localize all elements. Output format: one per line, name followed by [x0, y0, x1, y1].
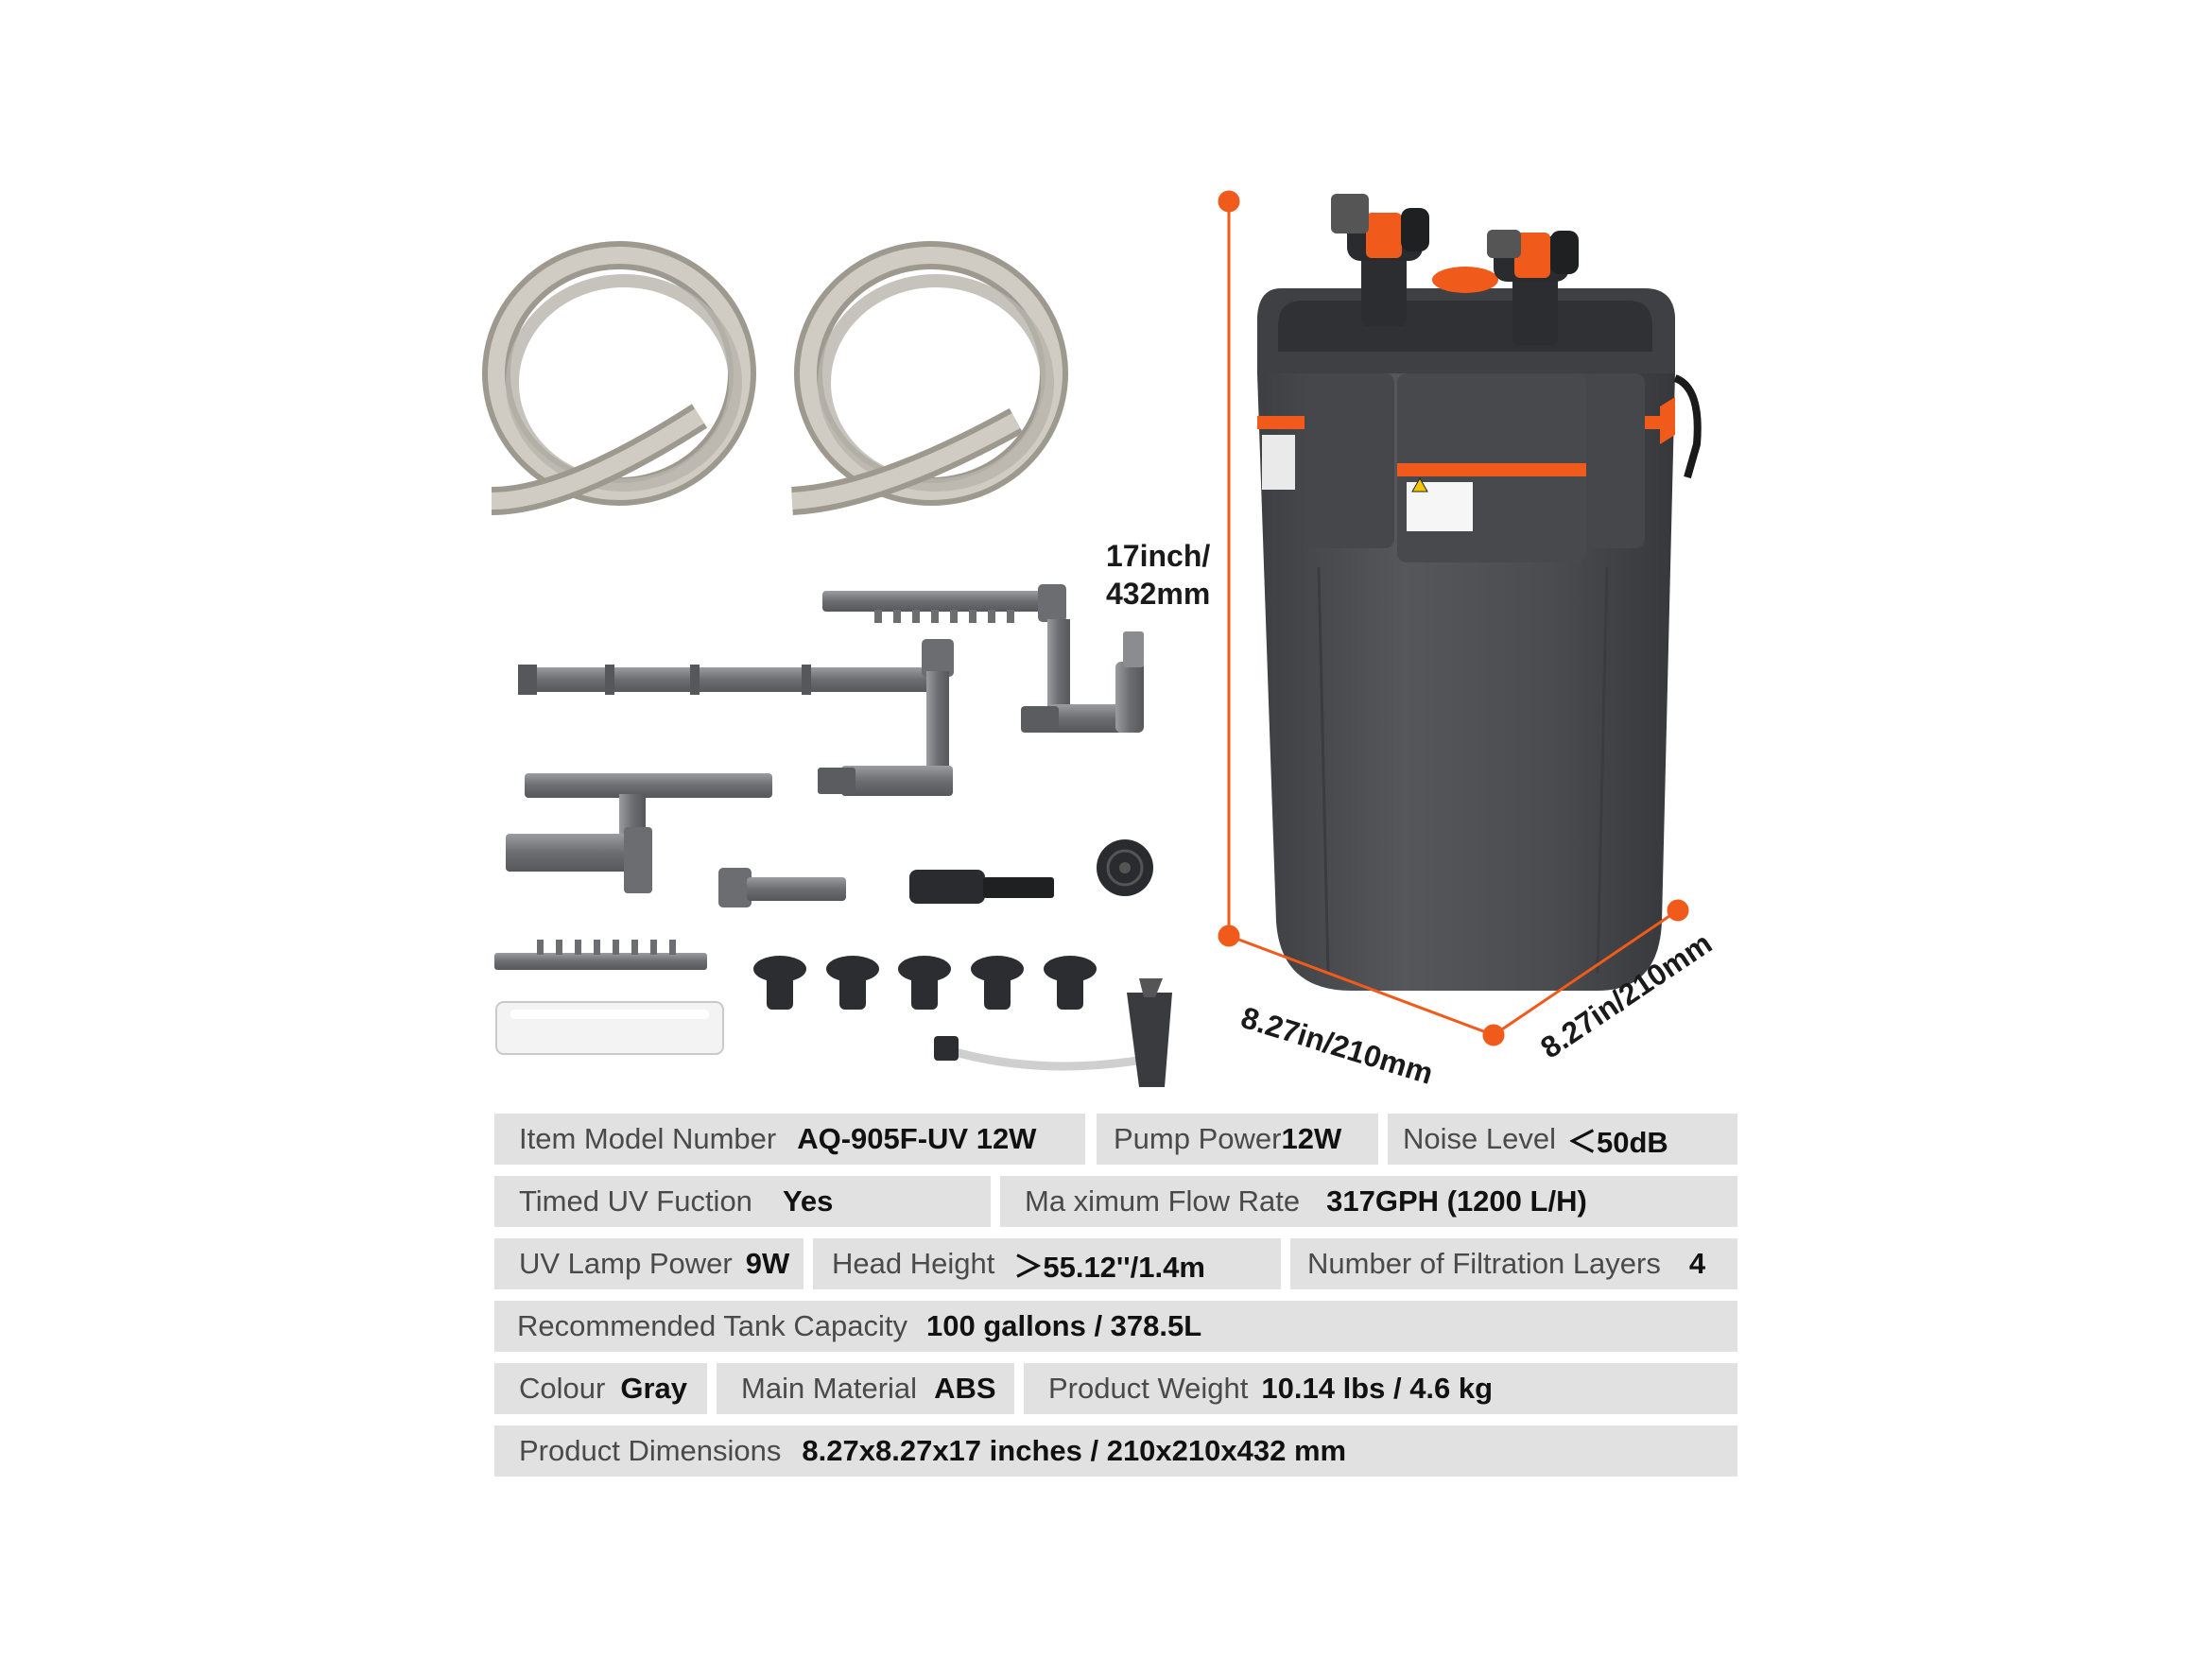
- spec-value: ＞55.12''/1.4m: [1013, 1250, 1205, 1284]
- spec-value: 317GPH (1200 L/H): [1326, 1184, 1587, 1218]
- intake-pipe: [518, 639, 954, 796]
- spec-value: ABS: [934, 1372, 996, 1405]
- spec-label: Colour: [519, 1372, 606, 1405]
- valve-left: [1331, 194, 1429, 326]
- spray-bar-bottom: [494, 940, 707, 970]
- clear-tube: [495, 1001, 724, 1055]
- spec-colour: Colour Gray: [494, 1363, 707, 1414]
- spec-value: 9W: [745, 1247, 790, 1280]
- hose-left: [482, 241, 756, 515]
- spec-label: Product Weight: [1048, 1372, 1249, 1405]
- warning-triangle-icon: [1411, 476, 1428, 493]
- spec-value: Yes: [782, 1184, 834, 1218]
- spec-label: Timed UV Fuction: [519, 1184, 752, 1218]
- spec-noise-level: Noise Level ＜50dB: [1388, 1114, 1737, 1165]
- small-connector: [718, 868, 846, 907]
- spec-item-model-number: Item Model Number AQ-905F-UV 12W: [494, 1114, 1085, 1165]
- spec-label: Ma ximum Flow Rate: [1025, 1184, 1301, 1218]
- height-dimension-line2: 432mm: [1106, 577, 1211, 611]
- spec-value: AQ-905F-UV 12W: [797, 1122, 1037, 1155]
- spec-label: Noise Level: [1403, 1122, 1556, 1155]
- spec-label: Item Model Number: [519, 1122, 777, 1155]
- primer-hose: [934, 978, 1172, 1087]
- spec-value: 100 gallons / 378.5L: [925, 1309, 1202, 1342]
- spec-timed-uv: Timed UV Fuction Yes: [494, 1176, 991, 1227]
- spec-value: ＜50dB: [1566, 1125, 1668, 1159]
- canister-filter: [1257, 194, 1702, 991]
- spec-product-weight: Product Weight 10.14 lbs / 4.6 kg: [1024, 1363, 1737, 1414]
- dimension-lines: [1218, 190, 1689, 1046]
- spec-value: 4: [1688, 1247, 1706, 1280]
- suction-cups: [753, 956, 1097, 1010]
- spec-value: Gray: [620, 1372, 687, 1405]
- spec-product-dimensions: Product Dimensions 8.27x8.27x17 inches /…: [494, 1426, 1737, 1477]
- spec-value: 10.14 lbs / 4.6 kg: [1261, 1372, 1494, 1405]
- spec-value: 8.27x8.27x17 inches / 210x210x432 mm: [802, 1434, 1347, 1467]
- spec-uv-lamp-power: UV Lamp Power 9W: [494, 1238, 804, 1289]
- height-dimension-line1: 17inch/: [1106, 539, 1211, 573]
- spray-bar-top: [822, 584, 1144, 733]
- round-strainer: [1097, 839, 1153, 896]
- spec-label: Number of Filtration Layers: [1307, 1247, 1661, 1280]
- spec-label: Main Material: [741, 1372, 918, 1405]
- spec-label: Pump Power: [1114, 1122, 1282, 1155]
- spec-label: Head Height: [832, 1247, 995, 1280]
- spec-pump-power: Pump Power 12W: [1097, 1114, 1378, 1165]
- t-pipe: [506, 773, 772, 893]
- spec-tank-capacity: Recommended Tank Capacity 100 gallons / …: [494, 1301, 1737, 1352]
- spec-label: Recommended Tank Capacity: [517, 1309, 907, 1342]
- spec-main-material: Main Material ABS: [717, 1363, 1014, 1414]
- spec-head-height: Head Height ＞55.12''/1.4m: [813, 1238, 1281, 1289]
- height-dimension-label: 17inch/ 432mm: [1106, 537, 1210, 613]
- strainer-cap: [909, 870, 1054, 904]
- spec-label: Product Dimensions: [519, 1434, 782, 1467]
- valve-right: [1487, 230, 1579, 345]
- spec-filtration-layers: Number of Filtration Layers 4: [1290, 1238, 1737, 1289]
- hose-right: [791, 241, 1068, 515]
- spec-label: UV Lamp Power: [519, 1247, 733, 1280]
- spec-value: 12W: [1281, 1122, 1342, 1155]
- spec-max-flow: Ma ximum Flow Rate 317GPH (1200 L/H): [1000, 1176, 1737, 1227]
